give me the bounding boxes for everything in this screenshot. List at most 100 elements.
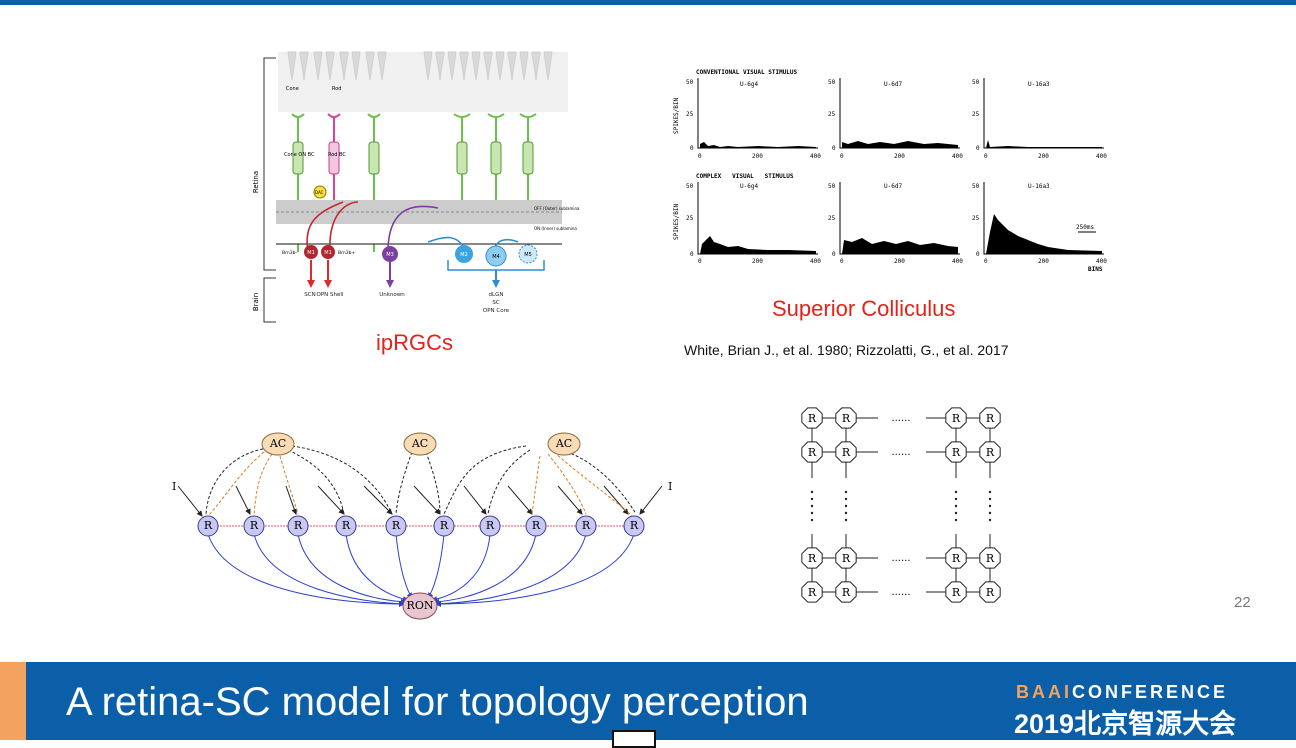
sc-caption: Superior Colliculus	[772, 296, 956, 321]
xtick: 0	[984, 153, 988, 160]
ytick: 25	[828, 215, 836, 222]
ylabel-bottom: SPIKES/BIN	[673, 203, 680, 240]
grid-vdot	[988, 518, 992, 522]
off-sublamina-label: OFF (Outer) sublamina	[534, 206, 580, 211]
rod-bc-label: Rod BC	[328, 152, 346, 158]
r-node: R	[204, 519, 213, 532]
r-node: R	[342, 519, 351, 532]
grid-node-label: R	[952, 446, 961, 459]
grid-vdot	[954, 497, 958, 501]
ytick: 50	[686, 79, 694, 86]
footer-bar	[0, 662, 1296, 740]
grid-vdot	[810, 497, 814, 501]
grid-gap	[874, 588, 930, 596]
row-label-complex: COMPLEX VISUAL STIMULUS	[696, 173, 794, 180]
row-label-conventional: CONVENTIONAL VISUAL STIMULUS	[696, 69, 798, 76]
unit-label: U-6g4	[740, 81, 758, 88]
grid-vdot	[988, 490, 992, 494]
grid-vdot	[988, 504, 992, 508]
xtick: 200	[894, 153, 905, 160]
ytick: 25	[686, 111, 694, 118]
xtick: 0	[840, 258, 844, 265]
grid-vdot	[954, 518, 958, 522]
grid-ellipsis: ......	[891, 413, 910, 424]
grid-node-label: R	[808, 552, 817, 565]
brn3b-minus-label: Brn3b-	[282, 250, 297, 256]
ron-node: RON	[407, 599, 434, 612]
r-node: R	[294, 519, 303, 532]
xtick: 400	[810, 153, 821, 160]
xtick: 0	[840, 153, 844, 160]
rgc-type-5: M4	[492, 254, 500, 260]
grid-vdot	[844, 511, 848, 515]
r-node: R	[250, 519, 259, 532]
ac-node-3: AC	[555, 437, 572, 450]
page-number: 22	[1234, 594, 1251, 611]
ytick: 0	[832, 145, 836, 152]
scale-bar-label: 250ms	[1076, 224, 1094, 231]
ytick: 0	[976, 145, 980, 152]
input-label-right: I	[668, 480, 672, 493]
grid-node-label: R	[986, 552, 995, 565]
ytick: 0	[832, 251, 836, 258]
brain-side-label: Brain	[252, 293, 260, 311]
cone-label: Cone	[286, 86, 299, 92]
hist-panel-1: 50 25 0 U-6g4 0 200 400	[686, 78, 821, 160]
target-dlgn: dLGN	[489, 292, 504, 298]
grid-node-octagon	[945, 407, 967, 429]
ac-node-2: AC	[411, 437, 428, 450]
grid-vdot	[810, 490, 814, 494]
rgc-type-1: M1	[307, 250, 315, 256]
grid-node-octagon	[979, 441, 1001, 463]
xtick: 400	[952, 153, 963, 160]
xtick: 200	[1038, 258, 1049, 265]
rod-label: Rod	[332, 86, 341, 92]
rgc-type-6: M5	[524, 252, 532, 258]
grid-node-octagon	[801, 581, 823, 603]
xtick: 0	[698, 258, 702, 265]
r-node: R	[440, 519, 449, 532]
rgc-type-2: M1	[324, 250, 332, 256]
target-opn-shell: OPN Shell	[317, 292, 344, 298]
citation-text: White, Brian J., et al. 1980; Rizzolatti…	[684, 342, 1009, 358]
iprgc-caption: ipRGCs	[376, 330, 454, 355]
hist-panel-4: 50 25 0 U-6g4 0 200 400	[686, 182, 821, 265]
grid-node-label: R	[842, 552, 851, 565]
unit-label: U-16a3	[1028, 81, 1050, 88]
xtick: 200	[894, 258, 905, 265]
brand-logo-baai: BAAI	[1016, 682, 1072, 702]
hist-panel-6: 50 25 0 U-16a3 0 200 400 250ms	[972, 182, 1107, 265]
xtick: 200	[752, 258, 763, 265]
hist-panel-5: 50 25 0 U-6d7 0 200 400	[828, 182, 963, 265]
retina-side-label: Retina	[252, 171, 260, 193]
grid-vdot	[988, 511, 992, 515]
xtick: 400	[952, 258, 963, 265]
ytick: 50	[828, 79, 836, 86]
ytick: 50	[828, 183, 836, 190]
cone-on-bc-label: Cone ON BC	[284, 152, 315, 158]
grid-vdot	[844, 504, 848, 508]
grid-node-octagon	[835, 547, 857, 569]
grid-node-label: R	[842, 412, 851, 425]
top-accent-bar	[0, 0, 1296, 5]
xtick: 0	[984, 258, 988, 265]
ytick: 25	[686, 215, 694, 222]
rgc-type-3: M3	[386, 252, 394, 258]
grid-node-octagon	[979, 407, 1001, 429]
text-cursor-box	[612, 730, 656, 748]
grid-vdot	[810, 504, 814, 508]
grid-node-octagon	[979, 581, 1001, 603]
grid-vdot	[844, 518, 848, 522]
grid-node-label: R	[808, 412, 817, 425]
grid-node-octagon	[801, 547, 823, 569]
slide-title: A retina-SC model for topology perceptio…	[66, 680, 809, 724]
r-node: R	[486, 519, 495, 532]
grid-gap	[874, 414, 930, 422]
grid-vdot	[810, 518, 814, 522]
grid-gap	[874, 554, 930, 562]
ytick: 0	[690, 145, 694, 152]
grid-node-label: R	[952, 412, 961, 425]
grid-node-label: R	[808, 586, 817, 599]
ytick: 25	[972, 215, 980, 222]
